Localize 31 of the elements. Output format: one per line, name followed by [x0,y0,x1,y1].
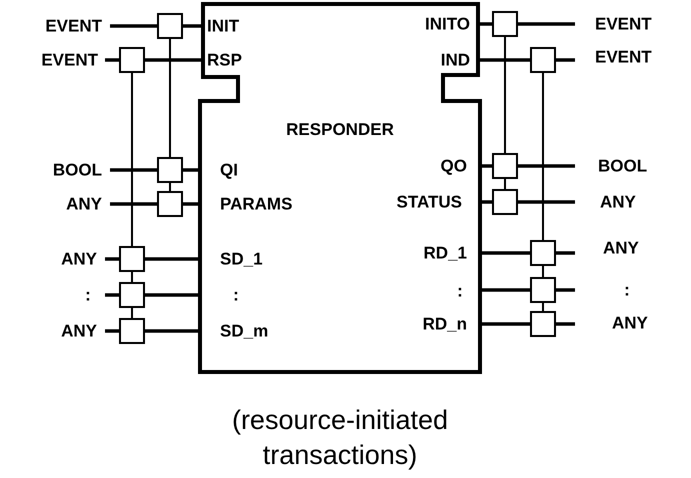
pin-label: : [233,286,239,304]
pin-label: ANY [61,250,97,268]
pin-label: : [457,282,463,300]
caption: (resource-initiated transactions) [230,404,450,472]
pin-label: IND [440,52,470,68]
pin-label: QI [220,162,238,178]
pin-label: : [85,286,91,304]
pin-label: ANY [612,314,648,332]
pin-label: ANY [603,240,639,256]
pin-label: EVENT [41,52,98,68]
function-block [200,4,480,372]
pin-label: PARAMS [220,196,292,212]
pin-label: EVENT [45,18,102,34]
pin-label: SD_m [220,322,268,340]
pin-label: STATUS [396,194,462,210]
pin-label: RSP [207,52,242,68]
pin-label: EVENT [595,16,652,32]
pin-label: ANY [61,322,97,340]
pin-label: SD_1 [220,250,263,268]
pin-label: ANY [600,194,636,210]
pin-label: : [624,282,630,298]
pin-label: INITO [424,16,470,32]
pin-label: BOOL [52,162,102,178]
pin-label: BOOL [598,158,648,174]
pin-label: RD_1 [424,244,467,262]
block-name: RESPONDER [286,120,394,140]
pin-label: ANY [66,196,102,212]
pin-label: RD_n [422,316,467,332]
pin-label: QO [440,158,467,174]
pin-label: INIT [207,18,240,34]
pin-label: EVENT [595,48,652,66]
